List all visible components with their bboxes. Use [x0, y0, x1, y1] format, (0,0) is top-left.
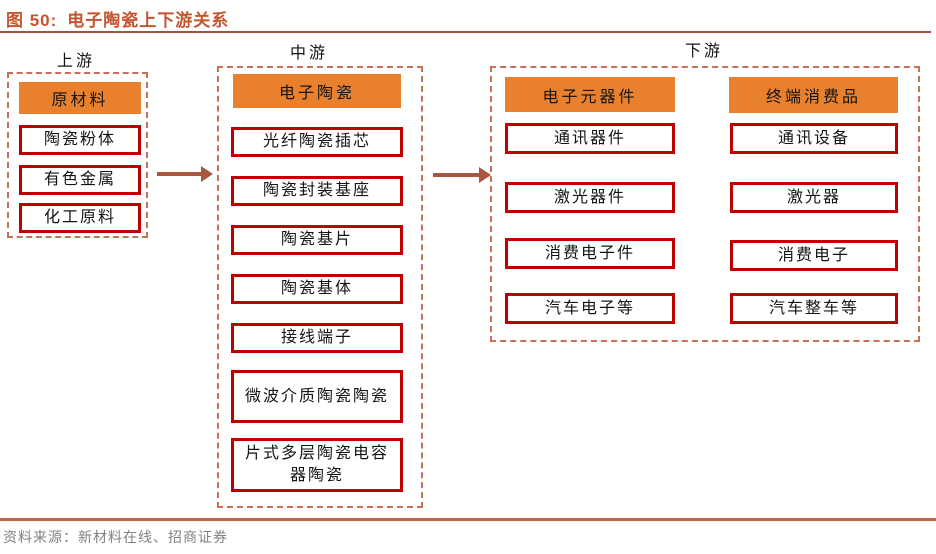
chain-item-midstream-1: 陶瓷封装基座	[231, 176, 403, 206]
chain-item-upstream-0: 陶瓷粉体	[19, 125, 141, 155]
chain-item-components-3: 汽车电子等	[505, 293, 675, 324]
source-note: 资料来源：新材料在线、招商证券	[3, 531, 228, 546]
midstream-panel	[217, 66, 423, 508]
chain-item-consumer-0: 通讯设备	[730, 123, 898, 154]
chain-item-midstream-6: 片式多层陶瓷电容器陶瓷	[231, 438, 403, 492]
chain-item-consumer-3: 汽车整车等	[730, 293, 898, 324]
downstream-panel	[490, 66, 920, 342]
chain-item-text: 片式多层陶瓷电容器陶瓷	[244, 445, 389, 484]
figure-title-text: 电子陶瓷上下游关系	[67, 11, 230, 30]
chain-item-text: 微波介质陶瓷陶瓷	[244, 387, 389, 405]
midstream-header: 电子陶瓷	[233, 74, 401, 108]
group-label-downstream: 下游	[685, 43, 724, 60]
group-label-upstream: 上游	[57, 53, 96, 70]
chain-item-midstream-5: 微波介质陶瓷陶瓷	[231, 370, 403, 423]
upstream-panel	[7, 72, 148, 238]
chain-item-midstream-0: 光纤陶瓷插芯	[231, 127, 403, 157]
arrow-right-icon	[157, 166, 213, 182]
chain-item-upstream-2: 化工原料	[19, 203, 141, 233]
chain-item-components-0: 通讯器件	[505, 123, 675, 154]
arrow-right-icon	[433, 167, 491, 183]
chain-item-midstream-2: 陶瓷基片	[231, 225, 403, 255]
chain-item-components-2: 消费电子件	[505, 238, 675, 269]
chain-item-components-1: 激光器件	[505, 182, 675, 213]
chain-item-consumer-1: 激光器	[730, 182, 898, 213]
group-label-midstream: 中游	[290, 45, 329, 62]
figure-title: 图 50: 电子陶瓷上下游关系	[6, 6, 229, 31]
chain-item-consumer-2: 消费电子	[730, 240, 898, 271]
title-underline	[0, 31, 931, 33]
chain-item-upstream-1: 有色金属	[19, 165, 141, 195]
chain-item-midstream-4: 接线端子	[231, 323, 403, 353]
downstream-col2-header: 终端消费品	[729, 77, 898, 113]
chain-item-midstream-3: 陶瓷基体	[231, 274, 403, 304]
upstream-header: 原材料	[19, 82, 141, 114]
downstream-col1-header: 电子元器件	[505, 77, 675, 112]
figure-number: 图 50:	[6, 11, 58, 30]
bottom-divider	[0, 518, 936, 521]
